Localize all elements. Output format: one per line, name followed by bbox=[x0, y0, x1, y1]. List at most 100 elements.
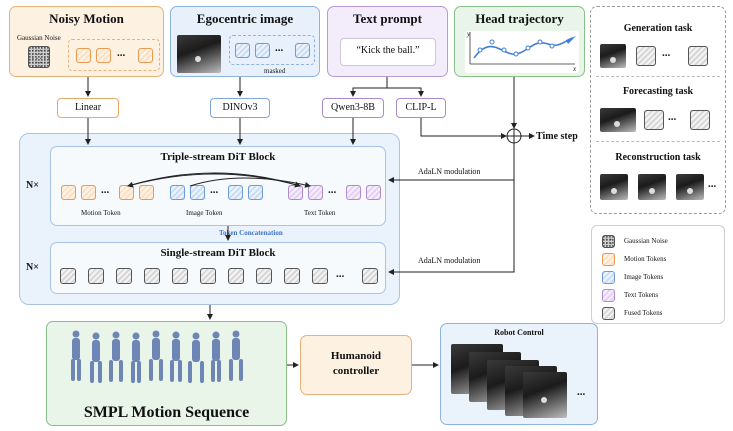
prompt-box bbox=[340, 38, 436, 66]
egocentric-image-title: Egocentric image bbox=[196, 11, 294, 26]
image-token bbox=[235, 43, 250, 58]
motion-token bbox=[119, 185, 134, 200]
triple-repeat-label: N× bbox=[26, 180, 39, 191]
fused-token bbox=[60, 268, 76, 284]
ellipsis: ... bbox=[117, 47, 126, 59]
motion-token-label: Motion Token bbox=[81, 209, 121, 217]
adaln-label-top: AdaLN modulation bbox=[418, 167, 481, 176]
arrow-text-qwen bbox=[350, 77, 388, 97]
image-token bbox=[170, 185, 185, 200]
task-photo bbox=[600, 174, 628, 200]
single-repeat-label: N× bbox=[26, 262, 39, 273]
head-trajectory-title: Head trajectory bbox=[475, 11, 564, 26]
fused-token bbox=[284, 268, 300, 284]
text-token bbox=[308, 185, 323, 200]
forecasting-task-title: Forecasting task bbox=[622, 86, 694, 97]
image-token bbox=[255, 43, 270, 58]
dinov3-module: DINOv3 bbox=[210, 98, 270, 118]
linear-module: Linear bbox=[57, 98, 119, 118]
legend-swatch-text bbox=[602, 289, 615, 302]
fused-token bbox=[116, 268, 132, 284]
smpl-title: SMPL Motion Sequence bbox=[83, 404, 250, 421]
humanoid-controller: Humanoid controller bbox=[300, 335, 412, 395]
fused-token bbox=[362, 268, 378, 284]
trajectory-plot bbox=[469, 32, 576, 65]
legend-label: Fused Tokens bbox=[624, 309, 663, 317]
fused-token bbox=[636, 46, 656, 66]
attention-arc bbox=[189, 177, 311, 188]
masked-token-group bbox=[229, 35, 315, 65]
legend-label: Motion Tokens bbox=[624, 255, 667, 263]
smpl-figures bbox=[71, 330, 243, 383]
ellipsis: ... bbox=[275, 42, 284, 54]
motion-token bbox=[76, 48, 91, 63]
task-photo bbox=[676, 174, 704, 200]
masked-label: masked bbox=[264, 67, 286, 75]
ellipsis: ... bbox=[328, 184, 337, 196]
fused-token bbox=[88, 268, 104, 284]
task-photo bbox=[638, 174, 666, 200]
legend-swatch-image bbox=[602, 271, 615, 284]
qwen-module: Qwen3-8B bbox=[322, 98, 384, 118]
robot-frame bbox=[523, 372, 567, 418]
single-stream-title: Single-stream DiT Block bbox=[160, 247, 276, 259]
task-photo bbox=[600, 108, 636, 132]
time-step-label: Time step bbox=[536, 131, 578, 142]
egocentric-photo bbox=[177, 35, 221, 73]
task-divider bbox=[596, 76, 720, 77]
smpl-panel: SMPL Motion Sequence bbox=[46, 321, 287, 426]
gaussian-noise-label: Gaussian Noise bbox=[17, 34, 61, 42]
y-axis-label: y bbox=[467, 30, 471, 38]
ellipsis: ... bbox=[708, 178, 717, 190]
attention-arc bbox=[127, 173, 301, 188]
reconstruction-task-title: Reconstruction task bbox=[615, 152, 701, 163]
motion-token bbox=[139, 185, 154, 200]
controller-line2: controller bbox=[332, 365, 380, 377]
fused-token bbox=[312, 268, 328, 284]
triple-stream-title: Triple-stream DiT Block bbox=[160, 151, 276, 163]
fused-token bbox=[144, 268, 160, 284]
text-token bbox=[346, 185, 361, 200]
image-token bbox=[248, 185, 263, 200]
controller-line1: Humanoid bbox=[330, 350, 382, 362]
task-photo bbox=[600, 44, 626, 68]
ellipsis: ... bbox=[668, 111, 677, 123]
legend-label: Image Tokens bbox=[624, 273, 664, 281]
adaln-label-bottom: AdaLN modulation bbox=[418, 256, 481, 265]
task-divider bbox=[596, 141, 720, 142]
image-token-label: Image Token bbox=[186, 209, 223, 217]
motion-token bbox=[96, 48, 111, 63]
single-stream-block: Single-stream DiT Block ... bbox=[50, 242, 386, 294]
noisy-motion-title: Noisy Motion bbox=[49, 11, 124, 26]
arrow-text-clip bbox=[387, 87, 424, 97]
arrow-clip-sum bbox=[420, 118, 507, 139]
legend-label: Gaussian Noise bbox=[624, 237, 668, 245]
image-token bbox=[295, 43, 310, 58]
ellipsis: ... bbox=[662, 47, 671, 59]
ellipsis: ... bbox=[336, 268, 345, 280]
triple-stream-block: Triple-stream DiT Block ... ... ... Moti… bbox=[50, 146, 386, 226]
robot-ellipsis: ... bbox=[577, 386, 586, 398]
fused-token bbox=[688, 46, 708, 66]
legend-swatch-fused bbox=[602, 307, 615, 320]
motion-token bbox=[61, 185, 76, 200]
text-token bbox=[366, 185, 381, 200]
prompt-text: “Kick the ball.” bbox=[356, 45, 420, 56]
fused-token bbox=[256, 268, 272, 284]
ellipsis: ... bbox=[210, 184, 219, 196]
robot-control-panel: Robot Control ... bbox=[440, 323, 598, 425]
generation-task-title: Generation task bbox=[623, 23, 693, 34]
fused-token bbox=[228, 268, 244, 284]
noisy-motion-panel: Noisy Motion Gaussian Noise ... bbox=[9, 6, 164, 77]
legend-swatch-motion bbox=[602, 253, 615, 266]
robot-control-title: Robot Control bbox=[494, 328, 544, 337]
egocentric-image-panel: Egocentric image ... masked bbox=[170, 6, 320, 77]
gaussian-noise-token bbox=[28, 46, 50, 68]
ellipsis: ... bbox=[101, 184, 110, 196]
fused-token bbox=[644, 110, 664, 130]
image-token bbox=[190, 185, 205, 200]
text-prompt-title: Text prompt bbox=[353, 11, 422, 26]
image-token bbox=[228, 185, 243, 200]
clip-module: CLIP-L bbox=[396, 98, 446, 118]
